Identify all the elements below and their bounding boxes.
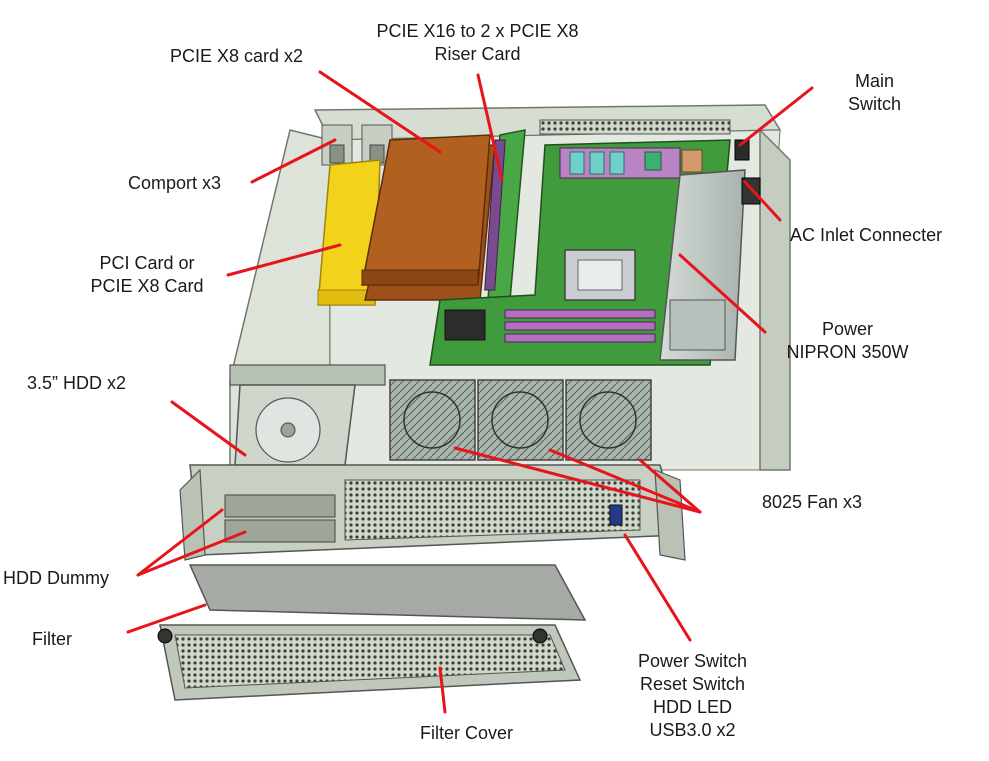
arrow-hdd-dummy-2 — [136, 530, 247, 577]
label-filter-cover: Filter Cover — [420, 723, 514, 743]
arrow-comport — [250, 138, 337, 184]
arrow-fan-3 — [638, 458, 702, 514]
front-panel — [179, 464, 686, 561]
label-fan: 8025 Fan x3 — [762, 492, 863, 512]
annotation-arrows — [126, 70, 814, 714]
label-hdd-dummy: HDD Dummy — [3, 568, 109, 588]
arrow-pcie-card — [318, 70, 442, 154]
hdd-bay — [234, 384, 356, 466]
arrow-hdd-dummy-1 — [136, 508, 224, 577]
divider-bar — [229, 364, 386, 386]
fans — [389, 379, 652, 461]
arrow-fan-1 — [453, 446, 702, 514]
label-hdd: 3.5” HDD x2 — [27, 373, 127, 393]
label-ac-inlet: AC Inlet Connecter — [790, 225, 943, 245]
arrow-ac-inlet — [743, 180, 782, 222]
arrow-fan-2 — [548, 448, 702, 514]
arrow-main-switch — [738, 86, 814, 147]
power-supply — [659, 169, 746, 361]
label-filter: Filter — [32, 629, 72, 649]
label-pcie-x8-cards: PCIE X8 card x2 — [170, 46, 304, 66]
arrow-filter-cover — [438, 666, 447, 714]
arrow-pci-card — [226, 243, 342, 277]
label-comport: Comport x3 — [128, 173, 222, 193]
filter-cover — [157, 624, 582, 701]
arrow-filter — [126, 603, 207, 634]
arrow-front-panel — [623, 533, 692, 642]
arrow-riser — [476, 73, 504, 182]
arrow-hdd — [170, 400, 247, 457]
pcie-x8-cards — [361, 134, 496, 301]
arrow-power — [678, 253, 767, 334]
filter — [188, 564, 587, 621]
motherboard — [429, 139, 731, 366]
